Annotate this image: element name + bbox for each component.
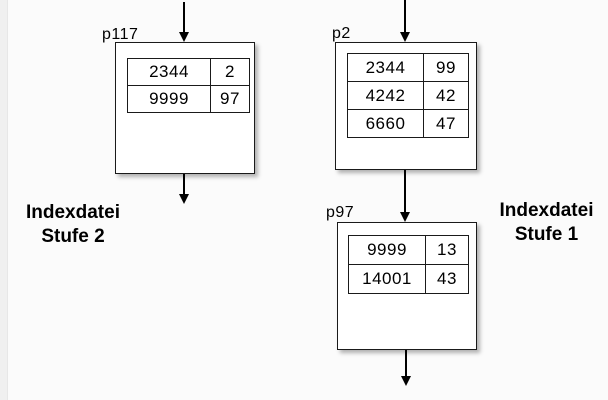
caption-line: Indexdatei	[499, 200, 594, 221]
arrowhead-down-icon	[179, 194, 189, 204]
arrow-shaft	[404, 0, 406, 32]
arrow-shaft	[405, 348, 407, 376]
node-label-p117: p117	[102, 26, 139, 43]
arrowhead-down-icon	[401, 376, 411, 386]
arrow-out-of-p97	[400, 348, 412, 386]
index-entry-row: 6660 47	[348, 109, 468, 137]
pointer-cell: 2	[225, 62, 235, 81]
page-edge-strip	[0, 0, 8, 400]
arrow-out-of-p117	[178, 172, 190, 204]
caption-line: Indexdatei	[26, 202, 120, 223]
node-label-p97: p97	[326, 204, 355, 221]
key-cell: 9999	[128, 86, 211, 112]
key-cell: 4242	[348, 82, 424, 109]
key-cell: 9999	[349, 236, 426, 264]
key-cell: 6660	[348, 110, 424, 137]
pointer-cell: 97	[220, 89, 240, 108]
key-cell: 2344	[348, 54, 424, 81]
node-label-p2: p2	[332, 25, 351, 42]
arrow-shaft	[183, 172, 185, 194]
index-entry-row: 14001 43	[349, 264, 468, 293]
arrow-shaft	[183, 2, 185, 32]
caption-line: Stufe 1	[514, 224, 579, 245]
arrowhead-down-icon	[400, 32, 410, 42]
index-table-p117: 2344 2 9999 97	[127, 58, 250, 113]
pointer-cell: 43	[437, 269, 457, 288]
arrowhead-down-icon	[179, 32, 189, 42]
key-cell: 14001	[349, 265, 426, 293]
caption-indexdatei-stufe-2: Indexdatei Stufe 2	[8, 201, 138, 249]
caption-indexdatei-stufe-1: Indexdatei Stufe 1	[484, 199, 608, 247]
index-entry-row: 2344 2	[128, 59, 249, 85]
arrowhead-down-icon	[400, 212, 410, 222]
arrow-p2-to-p97	[399, 168, 411, 222]
pointer-cell: 13	[437, 240, 457, 259]
arrow-shaft	[404, 168, 406, 212]
key-cell: 2344	[128, 59, 211, 85]
arrow-into-p117	[178, 2, 190, 42]
pointer-cell: 42	[436, 85, 456, 105]
index-entry-row: 9999 13	[349, 236, 468, 264]
arrow-into-p2	[399, 0, 411, 42]
pointer-cell: 99	[436, 57, 456, 77]
caption-line: Stufe 2	[41, 226, 105, 247]
index-page-p117: 2344 2 9999 97	[115, 42, 255, 174]
index-table-p97: 9999 13 14001 43	[348, 235, 469, 294]
index-page-p97: 9999 13 14001 43	[337, 222, 477, 350]
pointer-cell: 47	[436, 113, 456, 133]
index-entry-row: 9999 97	[128, 85, 249, 112]
index-entry-row: 2344 99	[348, 54, 468, 81]
